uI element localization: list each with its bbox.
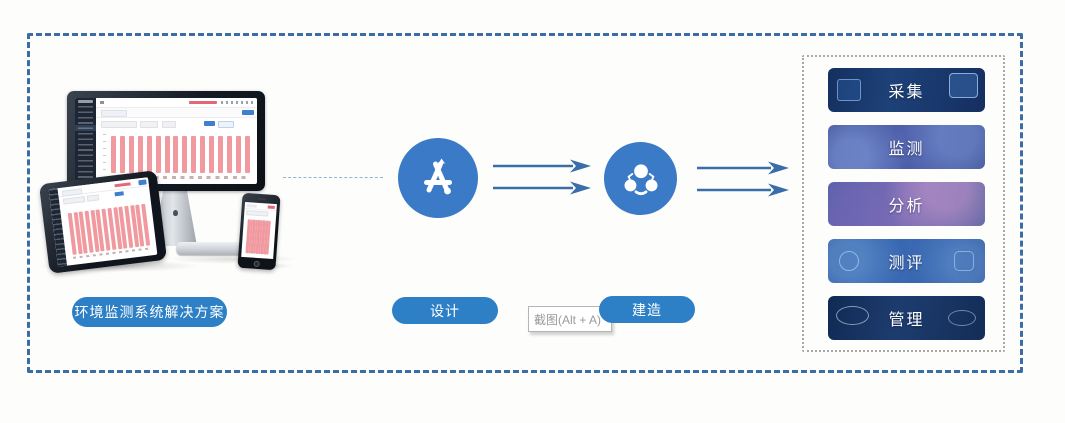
solution-title-pill[interactable]: 环境监测系统解决方案 [72, 297, 227, 327]
screenshot-tooltip: 截图(Alt + A) [528, 306, 612, 332]
banner-label: 测评 [888, 255, 925, 272]
banner-label: 分析 [888, 198, 925, 215]
sidebar-active-item [75, 125, 96, 131]
phone-speaker [256, 197, 266, 201]
outcomes-panel: 采集 监测 分析 测评 管理 [802, 55, 1005, 352]
filter-input [101, 121, 137, 128]
tablet-filter-input [62, 196, 86, 205]
phone-chart-bars [245, 219, 271, 255]
flow-arrows-design-to-build [493, 158, 593, 196]
devices-mockup [38, 84, 298, 284]
outcome-banner-analyze[interactable]: 分析 [828, 182, 985, 226]
chart-bars [111, 136, 250, 173]
topbar-icons [221, 101, 253, 104]
phone-mockup [237, 192, 281, 271]
phone-dashboard-screen [241, 201, 277, 260]
tablet-mockup [38, 170, 168, 274]
chart-x-axis [111, 176, 250, 179]
team-network-icon [624, 163, 657, 195]
right-arrow-icon [493, 159, 591, 173]
sidebar-menu-items [78, 106, 93, 182]
outer-dashed-frame [27, 33, 1023, 373]
right-arrow-icon [697, 161, 789, 175]
dashboard-filter-row [96, 118, 257, 128]
dashboard-tab [101, 110, 127, 117]
tablet-alert-text [114, 182, 131, 187]
tablet-search-button [114, 191, 124, 197]
filter-search-button [204, 121, 215, 126]
tablet-dashboard-screen [48, 177, 158, 267]
chart-y-axis [103, 134, 106, 173]
build-step-circle [604, 142, 677, 215]
tablet-primary-button [138, 179, 147, 186]
outcome-banner-monitor[interactable]: 监测 [828, 125, 985, 169]
topbar-alert-text [189, 101, 217, 104]
imac-dashboard-screen [75, 98, 257, 184]
outcome-banner-collect[interactable]: 采集 [828, 68, 985, 112]
dashboard-tab-row [96, 108, 257, 118]
dashboard-primary-button [242, 110, 254, 115]
right-arrow-icon [697, 183, 789, 197]
filter-input [162, 121, 176, 128]
tablet-filter-input [86, 194, 100, 202]
outcome-banner-evaluate[interactable]: 测评 [828, 239, 985, 283]
dashboard-topbar [96, 98, 257, 108]
banner-label: 管理 [888, 312, 925, 329]
phone-tab [246, 204, 257, 208]
phone-alert-text [267, 205, 275, 209]
flow-arrows-build-to-outcomes [697, 160, 791, 198]
stand-shadow [168, 254, 298, 264]
filter-input [140, 121, 158, 128]
banner-label: 采集 [888, 84, 925, 101]
phone-filter-input [246, 210, 269, 217]
phone-home-button [253, 260, 260, 267]
banner-label: 监测 [888, 141, 925, 158]
filter-reset-button [218, 121, 234, 128]
design-step-circle [398, 138, 478, 218]
design-label-pill[interactable]: 设计 [392, 297, 498, 324]
imac-mockup [67, 91, 265, 191]
dashboard-bar-chart [103, 132, 252, 181]
tablet-chart-bars [67, 203, 151, 255]
app-store-a-icon [424, 158, 452, 195]
menu-toggle-icon [100, 101, 104, 104]
right-arrow-icon [493, 181, 591, 195]
apple-logo-icon [172, 210, 178, 216]
build-label-pill[interactable]: 建造 [599, 296, 695, 323]
dashboard-logo [78, 100, 93, 103]
dashboard-sidebar [75, 98, 96, 184]
outcome-banner-manage[interactable]: 管理 [828, 296, 985, 340]
dashed-connector-line [283, 177, 383, 178]
